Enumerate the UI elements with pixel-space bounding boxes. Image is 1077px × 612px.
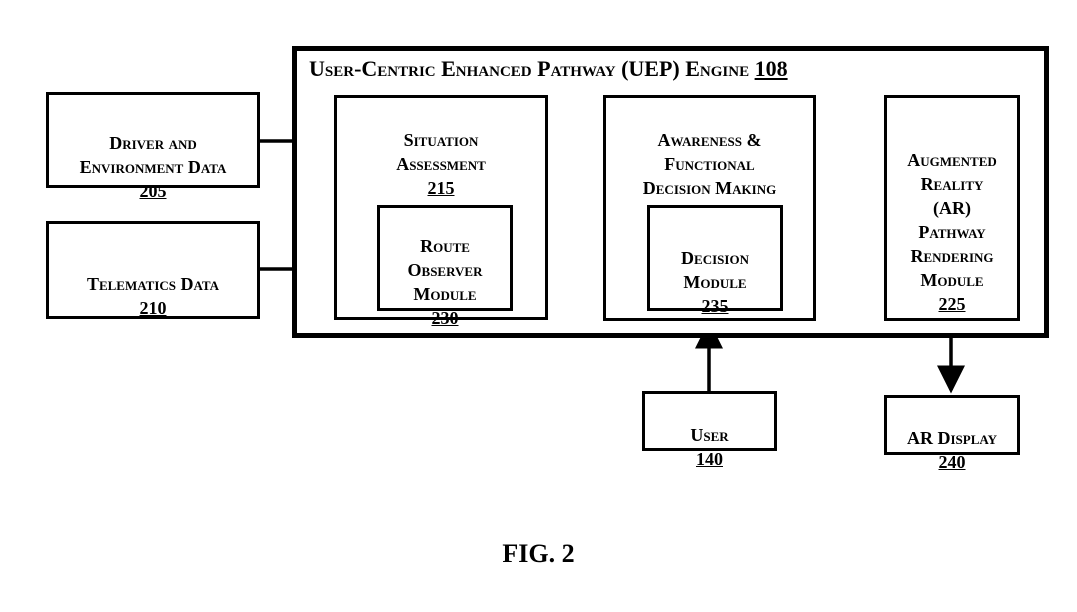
driver-environment-data-ref: 205 bbox=[139, 181, 167, 201]
route-observer-module-label: Route Observer Module 230 bbox=[380, 210, 510, 354]
telematics-data-ref: 210 bbox=[139, 298, 167, 318]
route-observer-module-block: Route Observer Module 230 bbox=[377, 205, 513, 328]
driver-environment-data-block: Driver and Environment Data 205 bbox=[46, 92, 260, 201]
decision-module-block: Decision Module 235 bbox=[647, 205, 783, 316]
telematics-data-text: Telematics Data bbox=[86, 274, 220, 294]
awareness-decision-making-block: Awareness & Functional Decision Making 2… bbox=[603, 95, 816, 321]
situation-assessment-ref: 215 bbox=[427, 178, 455, 198]
route-observer-module-ref: 230 bbox=[431, 308, 459, 328]
decision-module-text: Decision Module bbox=[681, 248, 749, 292]
user-label: User 140 bbox=[645, 399, 774, 495]
ar-display-label: AR Display 240 bbox=[887, 402, 1017, 498]
engine-title-text: User-Centric Enhanced Pathway (UEP) Engi… bbox=[309, 56, 750, 81]
user-text: User bbox=[690, 425, 729, 445]
telematics-data-label: Telematics Data 210 bbox=[49, 248, 257, 344]
engine-ref-number: 108 bbox=[754, 56, 788, 81]
telematics-data-block: Telematics Data 210 bbox=[46, 221, 260, 319]
decision-module-label: Decision Module 235 bbox=[650, 222, 780, 342]
ar-display-text: AR Display bbox=[907, 428, 997, 448]
user-ref: 140 bbox=[696, 449, 723, 469]
situation-assessment-text: Situation Assessment bbox=[396, 130, 486, 174]
situation-assessment-label: Situation Assessment 215 bbox=[337, 104, 545, 224]
ar-pathway-rendering-module-label: Augmented Reality (AR) Pathway Rendering… bbox=[887, 124, 1017, 340]
ar-display-ref: 240 bbox=[938, 452, 966, 472]
situation-assessment-block: Situation Assessment 215 Route Observer … bbox=[334, 95, 548, 328]
figure-caption: FIG. 2 bbox=[502, 539, 575, 568]
ar-display-block: AR Display 240 bbox=[884, 395, 1020, 472]
user-block: User 140 bbox=[642, 391, 777, 469]
ar-pathway-rendering-module-text: Augmented Reality (AR) Pathway Rendering… bbox=[907, 150, 997, 290]
ar-pathway-rendering-module-block: Augmented Reality (AR) Pathway Rendering… bbox=[884, 95, 1020, 321]
driver-environment-data-label: Driver and Environment Data 205 bbox=[49, 107, 257, 227]
ar-pathway-rendering-module-ref: 225 bbox=[938, 294, 966, 314]
route-observer-module-text: Route Observer Module bbox=[407, 236, 483, 304]
decision-module-ref: 235 bbox=[701, 296, 729, 316]
engine-title: User-Centric Enhanced Pathway (UEP) Engi… bbox=[309, 55, 788, 83]
awareness-decision-making-text: Awareness & Functional Decision Making bbox=[642, 130, 777, 198]
driver-environment-data-text: Driver and Environment Data bbox=[79, 133, 227, 177]
